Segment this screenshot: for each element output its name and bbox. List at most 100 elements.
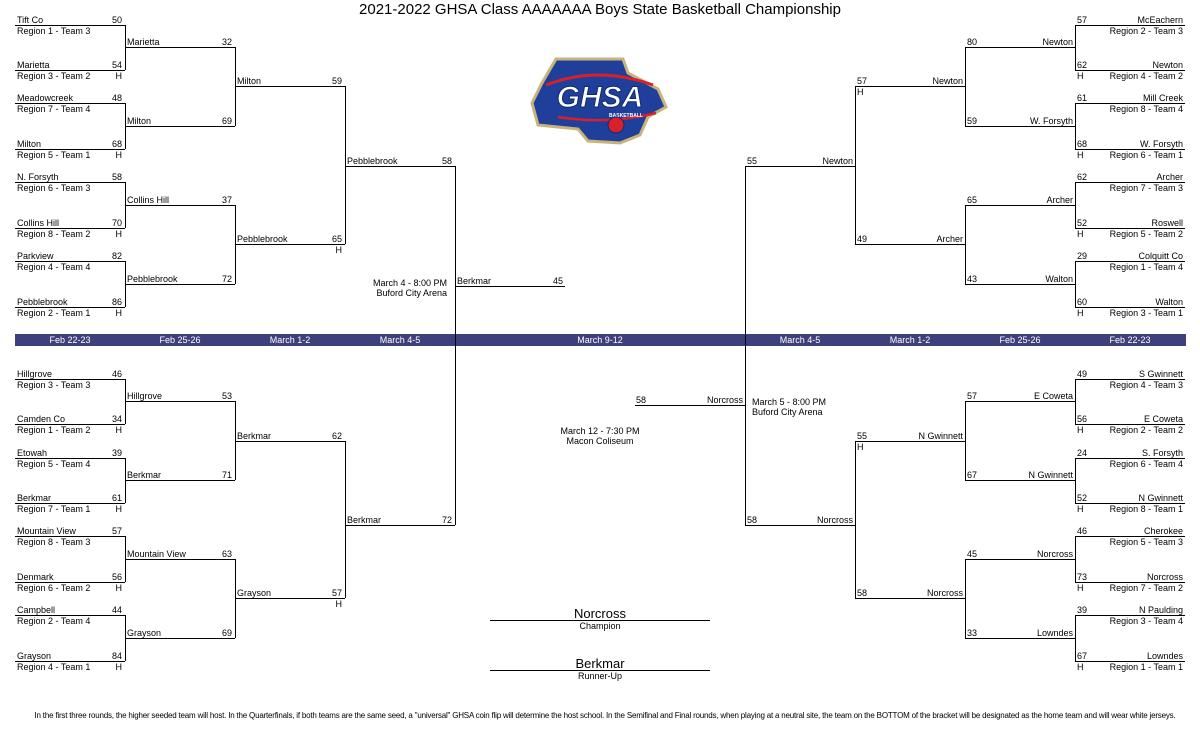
logo-subtext: BASKETBALL (609, 113, 643, 119)
team-region: Region 3 - Team 3 (17, 380, 91, 390)
team-name: Norcross (1146, 572, 1183, 582)
team-score: 24 (1077, 448, 1088, 458)
team-region: Region 3 - Team 4 (1109, 616, 1183, 626)
team-name: Milton (17, 139, 42, 149)
host-marker: H (115, 583, 123, 593)
semi-right-date: March 5 - 8:00 PM (752, 397, 827, 407)
team-score: 57 (1077, 15, 1088, 25)
team-name: Lowndes (1146, 651, 1183, 661)
team-score: 65 (331, 234, 342, 244)
bracket-line (15, 536, 125, 537)
bracket-line (855, 598, 965, 599)
team-score: 37 (221, 195, 232, 205)
team-score: 57 (857, 76, 868, 86)
bracket-line (1075, 615, 1185, 616)
bracket-line (125, 205, 235, 206)
team-name: N Paulding (1138, 605, 1183, 615)
team-score: 84 (111, 651, 122, 661)
team-name: McEachern (1137, 15, 1183, 25)
team-region: Region 2 - Team 2 (1109, 425, 1183, 435)
team-name: Pebblebrook (127, 274, 178, 284)
final-date: March 12 - 7:30 PM (560, 426, 640, 436)
team-name: N Gwinnett (1138, 493, 1183, 503)
team-score: 68 (1077, 139, 1088, 149)
team-score: 69 (221, 116, 232, 126)
team-score: 62 (1077, 172, 1088, 182)
team-region: Region 4 - Team 2 (1109, 71, 1183, 81)
team-score: 34 (111, 414, 122, 424)
team-name: Tift Co (17, 15, 44, 25)
bracket-line (15, 458, 125, 459)
team-score: 55 (857, 431, 868, 441)
bracket-line (15, 25, 125, 26)
team-score: 61 (1077, 93, 1088, 103)
bracket-line (855, 244, 965, 245)
team-score: 53 (221, 391, 232, 401)
team-score: 73 (1077, 572, 1088, 582)
runner-up-line (490, 670, 710, 671)
team-region: Region 5 - Team 2 (1109, 229, 1183, 239)
round-date-label: Feb 25-26 (159, 335, 201, 345)
team-score: 49 (1077, 369, 1088, 379)
team-region: Region 4 - Team 4 (17, 262, 91, 272)
bracket-line (15, 261, 125, 262)
team-score: 58 (441, 156, 452, 166)
team-score: 72 (221, 274, 232, 284)
team-region: Region 6 - Team 4 (1109, 459, 1183, 469)
runner-up-label: Runner-Up (577, 671, 623, 681)
team-score: 71 (221, 470, 232, 480)
bracket-line (15, 103, 125, 104)
bracket-connector (855, 441, 856, 598)
bracket-line (235, 598, 345, 599)
team-region: Region 4 - Team 1 (17, 662, 91, 672)
team-name: Pebblebrook (347, 156, 398, 166)
host-marker: H (115, 425, 123, 435)
bracket-line (965, 638, 1075, 639)
team-name: Collins Hill (17, 218, 60, 228)
team-score: 46 (1077, 526, 1088, 536)
bracket-line (15, 307, 125, 308)
team-name: E Coweta (1143, 414, 1183, 424)
team-score: 43 (967, 274, 978, 284)
bracket-connector (1075, 25, 1076, 70)
host-marker: H (115, 662, 123, 672)
team-name: Archer (1046, 195, 1073, 205)
bracket-connector (1075, 261, 1076, 307)
host-marker: H (857, 442, 864, 452)
team-name: Marietta (127, 37, 160, 47)
bracket-line (965, 284, 1075, 285)
bracket-line (15, 503, 125, 504)
bracket-connector (965, 401, 966, 480)
team-score: 46 (111, 369, 122, 379)
team-region: Region 7 - Team 4 (17, 104, 91, 114)
semi-left-venue: Buford City Arena (376, 288, 447, 298)
team-score: 44 (111, 605, 122, 615)
team-name: Lowndes (1036, 628, 1073, 638)
bracket-line (965, 205, 1075, 206)
bracket-connector (345, 441, 346, 598)
team-score: 65 (967, 195, 978, 205)
team-score: 48 (111, 93, 122, 103)
team-score: 56 (1077, 414, 1088, 424)
team-score: 50 (111, 15, 122, 25)
bracket-line (15, 582, 125, 583)
host-marker: H (335, 599, 343, 609)
host-marker: H (1077, 308, 1084, 318)
bracket-line (125, 559, 235, 560)
bracket-line (965, 47, 1075, 48)
team-name: S. Forsyth (1141, 448, 1183, 458)
team-score: 82 (111, 251, 122, 261)
team-score: 67 (967, 470, 978, 480)
round-date-label: March 9-12 (577, 335, 623, 345)
team-score: 32 (221, 37, 232, 47)
team-name: Colquitt Co (1138, 251, 1183, 261)
team-region: Region 7 - Team 3 (1109, 183, 1183, 193)
bracket-connector (1075, 536, 1076, 582)
bracket-line (965, 480, 1075, 481)
team-name: Newton (822, 156, 853, 166)
team-region: Region 2 - Team 3 (1109, 26, 1183, 36)
bracket-line (125, 480, 235, 481)
team-score: 57 (111, 526, 122, 536)
team-score: 58 (747, 515, 758, 525)
bracket-line (965, 126, 1075, 127)
